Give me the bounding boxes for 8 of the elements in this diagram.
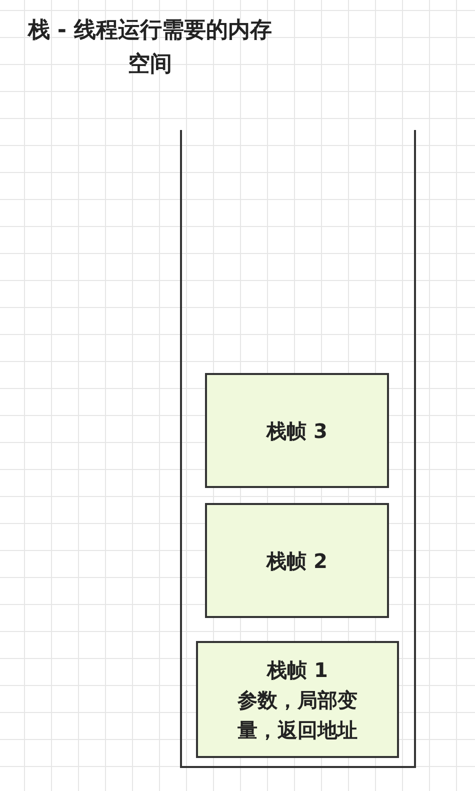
- stack-frame-box: [205, 503, 389, 618]
- frame-title: 栈帧 2: [266, 548, 328, 574]
- stack-frame-box: [196, 641, 399, 758]
- frame-title: 栈帧 3: [266, 418, 328, 444]
- title: 栈 - 线程运行需要的内存空间: [26, 17, 274, 79]
- frame-title: 栈帧 1: [267, 656, 328, 684]
- frame-description: 参数，局部变量，返回地址: [236, 686, 358, 744]
- stack-frame-box: [205, 373, 389, 488]
